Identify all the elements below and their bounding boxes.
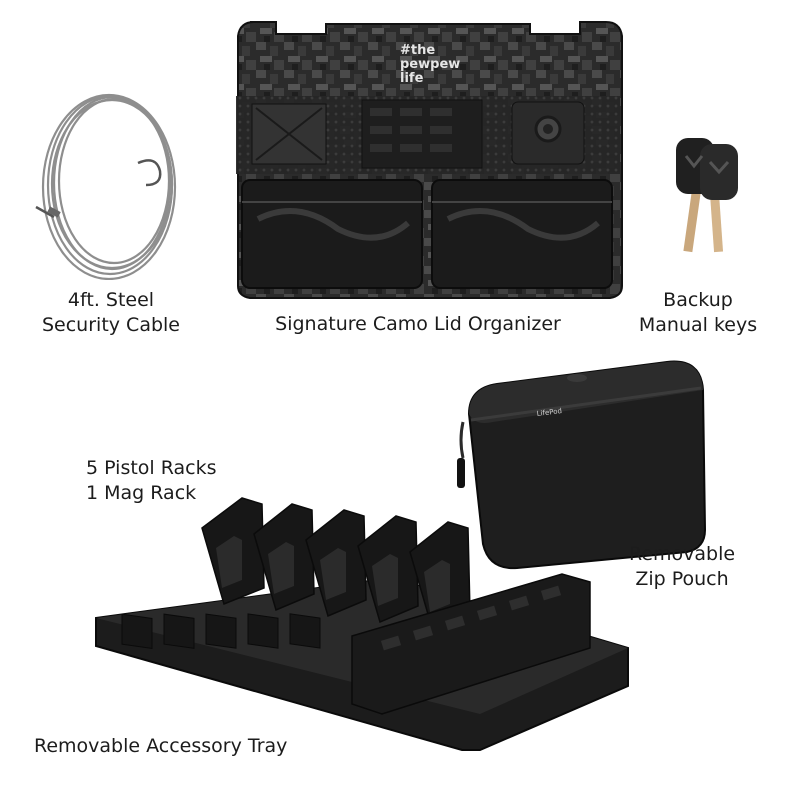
racks-label: 5 Pistol Racks 1 Mag Rack xyxy=(86,456,246,506)
accessory-tray-label: Removable Accessory Tray xyxy=(34,735,288,757)
cable-label-line1: 4ft. Steel xyxy=(67,289,155,311)
zip-pouch-label-line2: Zip Pouch xyxy=(635,568,729,590)
zip-pouch-label: Removable Zip Pouch xyxy=(612,542,752,592)
keys-label-line2: Manual keys xyxy=(638,314,758,336)
racks-label-line1: 5 Pistol Racks xyxy=(86,457,217,479)
cable-label-line2: Security Cable xyxy=(41,314,180,336)
pouch-logo: LifePod xyxy=(536,407,562,418)
zip-pouch-label-line1: Removable xyxy=(628,543,736,565)
accessory-tray-image xyxy=(95,497,629,751)
security-cable-icon xyxy=(35,93,177,280)
racks-label-line2: 1 Mag Rack xyxy=(86,482,197,504)
cable-label: 4ft. Steel Security Cable xyxy=(36,288,186,338)
lid-organizer-image: #the pewpew life xyxy=(236,21,623,299)
backup-keys-icon xyxy=(676,138,738,253)
lid-organizer-label: Signature Camo Lid Organizer xyxy=(275,313,561,335)
organizer-logo-line1: #the xyxy=(400,43,435,58)
keys-label: Backup Manual keys xyxy=(628,288,768,338)
zip-pouch-image: LifePod xyxy=(457,360,707,570)
organizer-logo-line3: life xyxy=(400,71,424,86)
keys-label-line1: Backup xyxy=(663,289,733,311)
organizer-logo-line2: pewpew xyxy=(400,57,460,72)
